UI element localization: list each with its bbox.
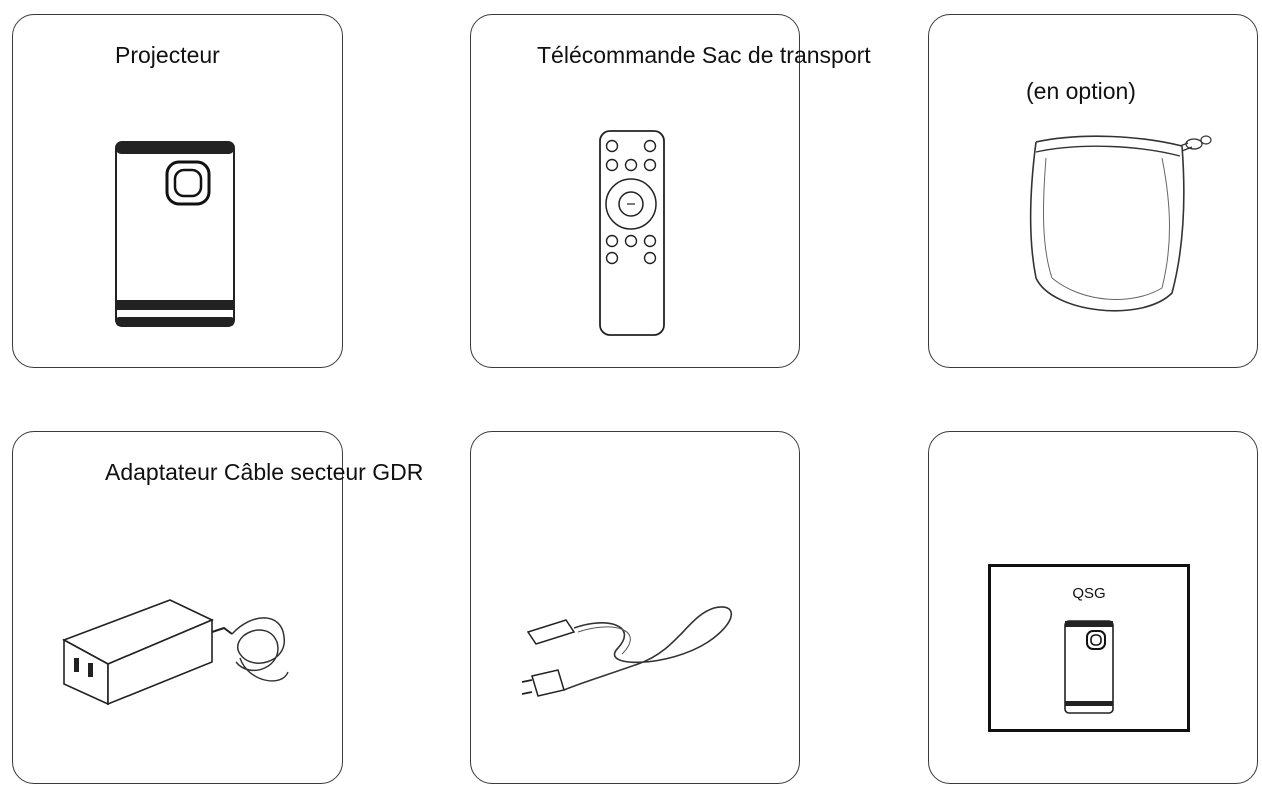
qsg-booklet: QSG <box>988 564 1190 732</box>
card-power-cable <box>470 431 800 784</box>
projector-icon <box>115 141 235 327</box>
label-projector: Projecteur <box>115 42 220 68</box>
label-bag-optional: (en option) <box>1026 78 1136 104</box>
label-remote-bag: Télécommande Sac de transport <box>537 42 871 68</box>
carrying-bag-icon <box>1029 135 1212 312</box>
power-cable-icon <box>521 606 733 697</box>
remote-control-icon <box>599 130 665 336</box>
qsg-label: QSG <box>1072 585 1106 602</box>
label-adapter-cable: Adaptateur Câble secteur GDR <box>105 459 424 485</box>
card-bag <box>928 14 1258 368</box>
projector-icon <box>1064 620 1114 714</box>
power-adapter-icon <box>62 599 289 706</box>
